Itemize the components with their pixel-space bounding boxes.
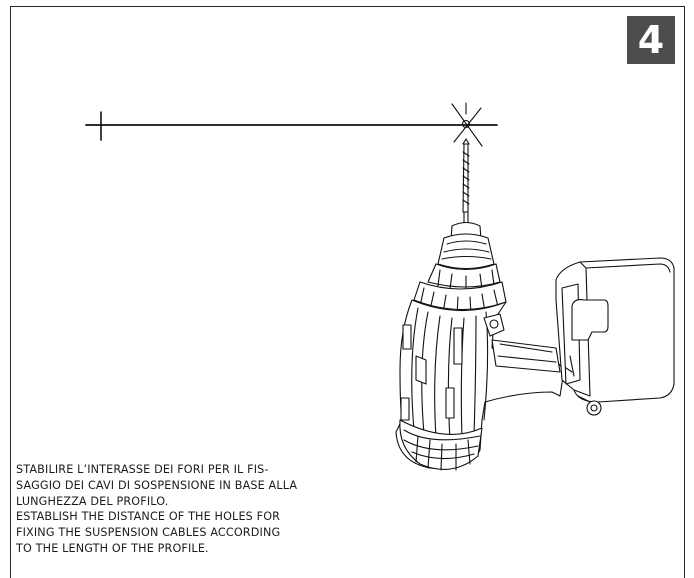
instruction-line-en-2: FIXING THE SUSPENSION CABLES ACCORDING — [16, 526, 281, 540]
instruction-line-en-3: TO THE LENGTH OF THE PROFILE. — [16, 541, 209, 555]
measure-line-icon — [85, 111, 498, 141]
step-number-badge: 4 — [627, 16, 675, 64]
drill-bit-icon — [462, 138, 470, 229]
instruction-line-it-1: STABILIRE L’INTERASSE DEI FORI PER IL FI… — [16, 463, 269, 476]
instruction-line-it-2: SAGGIO DEI CAVI DI SOSPENSIONE IN BASE A… — [16, 478, 298, 492]
drill-icon — [395, 221, 675, 471]
instructions-text: STABILIRE L’INTERASSE DEI FORI PER IL FI… — [16, 462, 396, 557]
instruction-line-it-3: LUNGHEZZA DEL PROFILO. — [16, 494, 169, 508]
instruction-line-en-1: ESTABLISH THE DISTANCE OF THE HOLES FOR — [16, 510, 281, 524]
crosshair-mark-icon — [451, 102, 483, 147]
